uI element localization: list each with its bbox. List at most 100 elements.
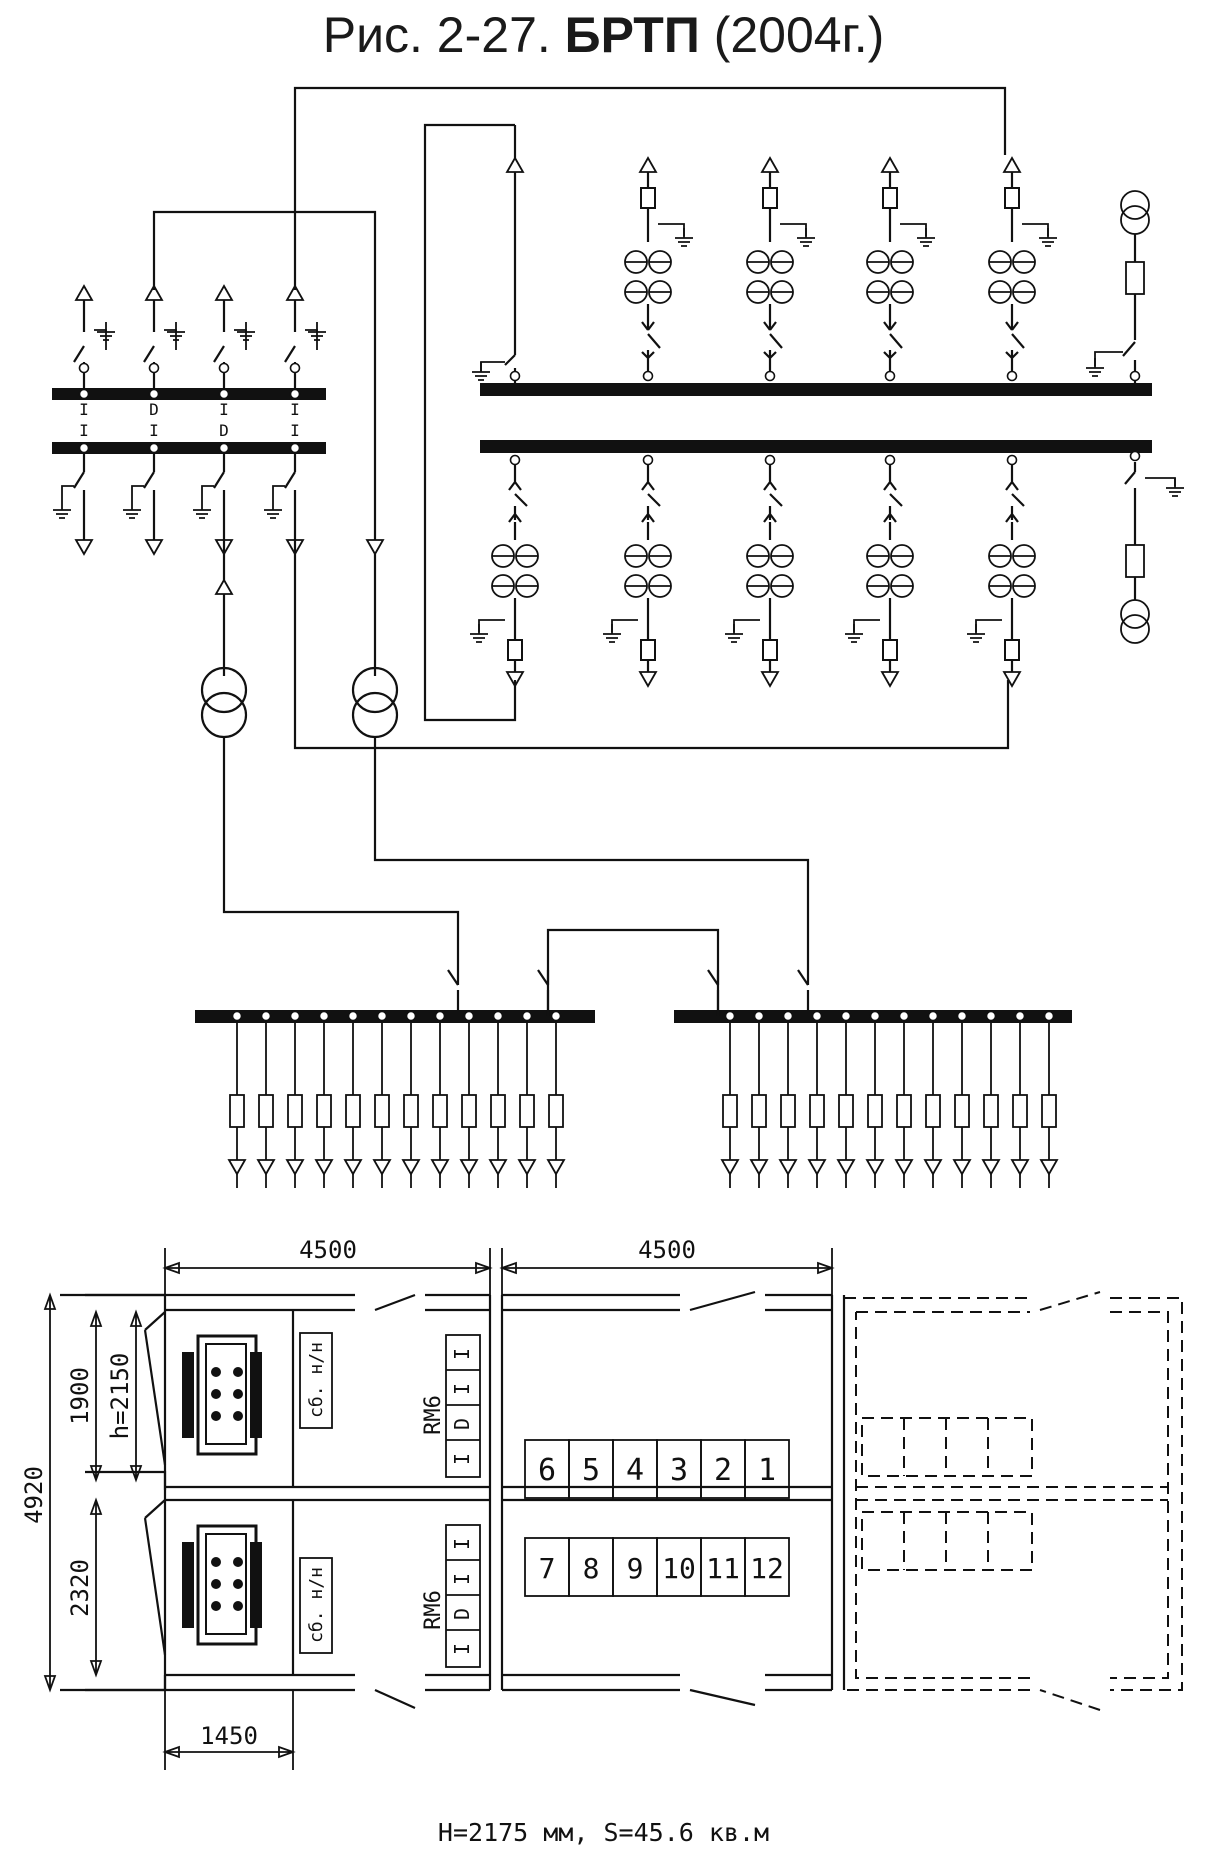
power-transformers (200, 540, 810, 970)
rm6-upper-label: RM6 (421, 1395, 446, 1435)
dim-transformer-h: h=2150 (106, 1353, 134, 1440)
rm6-upper-cell-1: I (450, 1453, 474, 1465)
current-transformer-icon (624, 544, 672, 568)
lv-right-fuse-11 (1012, 1094, 1028, 1128)
lv-left-fuse-9 (461, 1094, 477, 1128)
cable-sealing-end-icon (507, 639, 523, 661)
transformer-1-icon (200, 666, 248, 714)
cabinet-lower-6 (744, 1537, 790, 1597)
lv-right-feeder-arrow-5 (837, 1159, 855, 1175)
hv-busbar-upper (480, 383, 1152, 396)
lv-left-fuse-6 (374, 1094, 390, 1128)
lv-panel-lower (299, 1557, 333, 1654)
lv-incomer-switch-left (447, 969, 460, 1010)
ground-icon (796, 227, 816, 247)
rm6-label-top-4: I (290, 400, 300, 419)
hv-upper-cable-arrow-1 (639, 157, 657, 173)
plan-transformer-1-icon (182, 1334, 262, 1456)
ground-icon (471, 361, 491, 381)
lv-right-feeder-arrow-3 (779, 1159, 797, 1175)
ground-icon (724, 623, 744, 643)
dim-total-height: 4920 (20, 1466, 48, 1524)
current-transformer-icon (746, 280, 794, 304)
dim-width-2: 4500 (638, 1236, 696, 1264)
rm6-lower-cell-3: I (450, 1573, 474, 1585)
transformer-2-icon (351, 666, 399, 714)
lv-right-fuse-2 (751, 1094, 767, 1128)
cable-sealing-end-icon (762, 639, 778, 661)
lv-right-fuse-5 (838, 1094, 854, 1128)
hv-busbar-lower (480, 440, 1152, 453)
ground-icon (916, 227, 936, 247)
lv-right-feeder-arrow-10 (982, 1159, 1000, 1175)
cable-sealing-end-icon (640, 639, 656, 661)
lv-left-fuse-1 (229, 1094, 245, 1128)
lv-right-fuse-12 (1041, 1094, 1057, 1128)
lv-right-feeder-arrow-4 (808, 1159, 826, 1175)
hv-interconnections (152, 86, 1010, 750)
rm6-feeder-arrow-down-1 (75, 539, 93, 555)
cable-sealing-end-icon (1004, 187, 1020, 209)
cable-sealing-end-icon (882, 639, 898, 661)
rm6-label-bottom-2: I (149, 421, 159, 440)
rm6-label-top-3: I (219, 400, 229, 419)
cabinet-upper-number-6: 1 (758, 1453, 776, 1488)
rm6-busbar-upper (52, 388, 326, 400)
rm6-lower-label: RM6 (421, 1590, 446, 1630)
lv-left-feeder-arrow-6 (373, 1159, 391, 1175)
cabinet-lower-number-5: 11 (706, 1552, 740, 1585)
plan-transformer-2-icon (182, 1524, 262, 1646)
lv-left-fuse-11 (519, 1094, 535, 1128)
current-transformer-icon (988, 544, 1036, 568)
cabinet-lower-number-4: 10 (662, 1552, 696, 1585)
current-transformer-icon (624, 280, 672, 304)
current-transformer-icon (624, 250, 672, 274)
lv-left-feeder-arrow-7 (402, 1159, 420, 1175)
lv-panel-lower-label: сб. н/н (306, 1567, 327, 1643)
lv-switchboard (195, 928, 1072, 1188)
rm6-lower-cell-1: I (450, 1643, 474, 1655)
floor-plan: 4500 4500 4920 1900 2320 h=2150 1450 сб.… (20, 1236, 1183, 1770)
rm6-label-top-2: D (149, 400, 159, 419)
hv-upper-cable-arrow-3 (881, 157, 899, 173)
rm6-label-bottom-1: I (79, 421, 89, 440)
lv-right-feeder-arrow-8 (924, 1159, 942, 1175)
lv-right-fuse-7 (896, 1094, 912, 1128)
figure-title: Рис. 2-27. БРТП (2004г.) (0, 6, 1207, 64)
lv-right-fuse-6 (867, 1094, 883, 1128)
lv-left-fuse-3 (287, 1094, 303, 1128)
ground-icon (469, 623, 489, 643)
rm6-label-bottom-3: D (219, 421, 229, 440)
current-transformer-icon (746, 574, 794, 598)
rm6-lower-cell-4: I (450, 1538, 474, 1550)
rm6-busbar-lower (52, 442, 326, 454)
rm6-feeder-arrow-up-1 (75, 285, 93, 301)
lv-right-feeder-arrow-1 (721, 1159, 739, 1175)
lv-left-fuse-4 (316, 1094, 332, 1128)
hv-lower-cable-arrow-5 (1003, 671, 1021, 687)
rm6-label-bottom-4: I (290, 421, 300, 440)
ground-icon (602, 623, 622, 643)
ground-icon (263, 499, 283, 519)
ground-icon (192, 499, 212, 519)
hv-lower-cable-arrow-4 (881, 671, 899, 687)
lv-right-feeder-arrow-9 (953, 1159, 971, 1175)
ground-icon (966, 623, 986, 643)
title-suffix: (2004г.) (713, 7, 885, 63)
rm6-label-top-1: I (79, 400, 89, 419)
lv-left-feeder-arrow-12 (547, 1159, 565, 1175)
fuse-icon (1125, 544, 1145, 578)
cabinet-lower-number-1: 7 (539, 1552, 556, 1585)
ground-icon (674, 227, 694, 247)
voltage-transformer-icon (1120, 190, 1150, 220)
lv-left-fuse-10 (490, 1094, 506, 1128)
current-transformer-icon (491, 574, 539, 598)
ground-icon (1038, 227, 1058, 247)
lv-right-feeder-arrow-2 (750, 1159, 768, 1175)
cabinet-lower-number-2: 8 (583, 1552, 600, 1585)
hv-upper-cable-arrow-2 (761, 157, 779, 173)
cabinet-upper-number-2: 5 (582, 1453, 600, 1488)
cabinet-upper-number-4: 3 (670, 1453, 688, 1488)
current-transformer-icon (988, 574, 1036, 598)
hv-upper-cable-arrow-4 (1003, 157, 1021, 173)
